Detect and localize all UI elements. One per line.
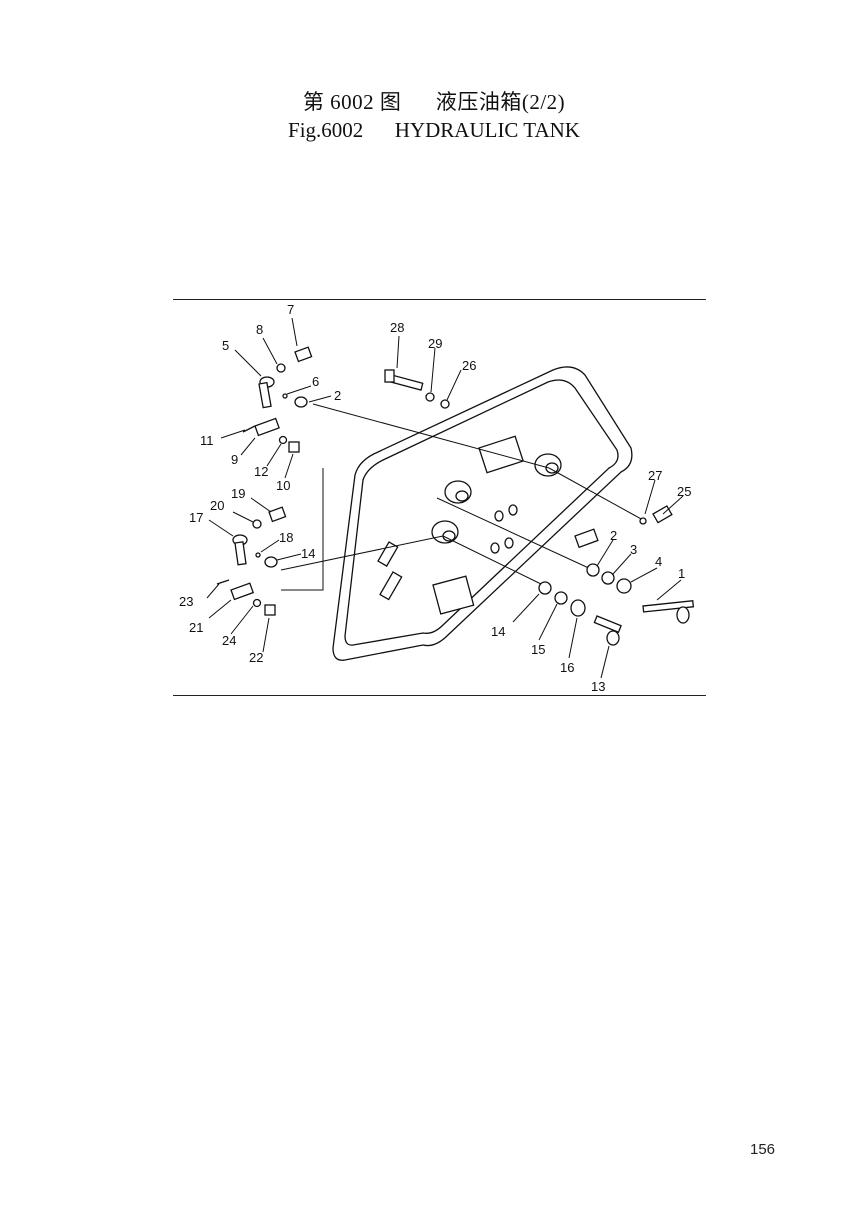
callout-29: 29 — [428, 336, 442, 351]
page-number: 156 — [750, 1141, 776, 1158]
callout-13: 13 — [591, 679, 605, 694]
tank-body — [332, 366, 633, 661]
hydraulic-tank-exploded-diagram: 7 8 5 6 2 28 29 26 11 9 12 10 19 20 17 1… — [179, 302, 695, 694]
callout-7: 7 — [287, 302, 294, 317]
callout-20: 20 — [210, 498, 224, 513]
callout-14: 14 — [301, 546, 315, 561]
callout-22: 22 — [249, 650, 263, 665]
callout-21: 21 — [189, 620, 203, 635]
callout-2-right: 2 — [610, 528, 617, 543]
callout-14-lower: 14 — [491, 624, 505, 639]
callout-18: 18 — [279, 530, 293, 545]
callout-26: 26 — [462, 358, 476, 373]
bottom-rule — [173, 695, 706, 696]
callout-10: 10 — [276, 478, 290, 493]
callout-6: 6 — [312, 374, 319, 389]
figure-title-english: Fig.6002 HYDRAULIC TANK — [288, 118, 580, 142]
callout-12: 12 — [254, 464, 268, 479]
callout-leaders — [206, 317, 684, 679]
callout-11: 11 — [200, 433, 214, 448]
callout-5: 5 — [222, 338, 229, 353]
figure-title-chinese: 第 6002 图 液压油箱(2/2) — [302, 90, 566, 114]
callout-1: 1 — [678, 566, 685, 581]
callout-23: 23 — [179, 594, 193, 609]
callout-15: 15 — [531, 642, 545, 657]
callout-labels: 7 8 5 6 2 28 29 26 11 9 12 10 19 20 17 1… — [179, 302, 691, 694]
top-rule — [173, 299, 706, 300]
callout-3: 3 — [630, 542, 637, 557]
callout-9: 9 — [231, 452, 238, 467]
callout-25: 25 — [677, 484, 691, 499]
callout-27: 27 — [648, 468, 662, 483]
callout-4: 4 — [655, 554, 662, 569]
hardware-parts — [216, 346, 695, 646]
callout-28: 28 — [390, 320, 404, 335]
callout-19: 19 — [231, 486, 245, 501]
assembly-lines — [280, 403, 644, 591]
callout-16: 16 — [560, 660, 574, 675]
callout-2: 2 — [334, 388, 341, 403]
callout-8: 8 — [256, 322, 263, 337]
callout-17: 17 — [189, 510, 203, 525]
callout-24: 24 — [222, 633, 236, 648]
